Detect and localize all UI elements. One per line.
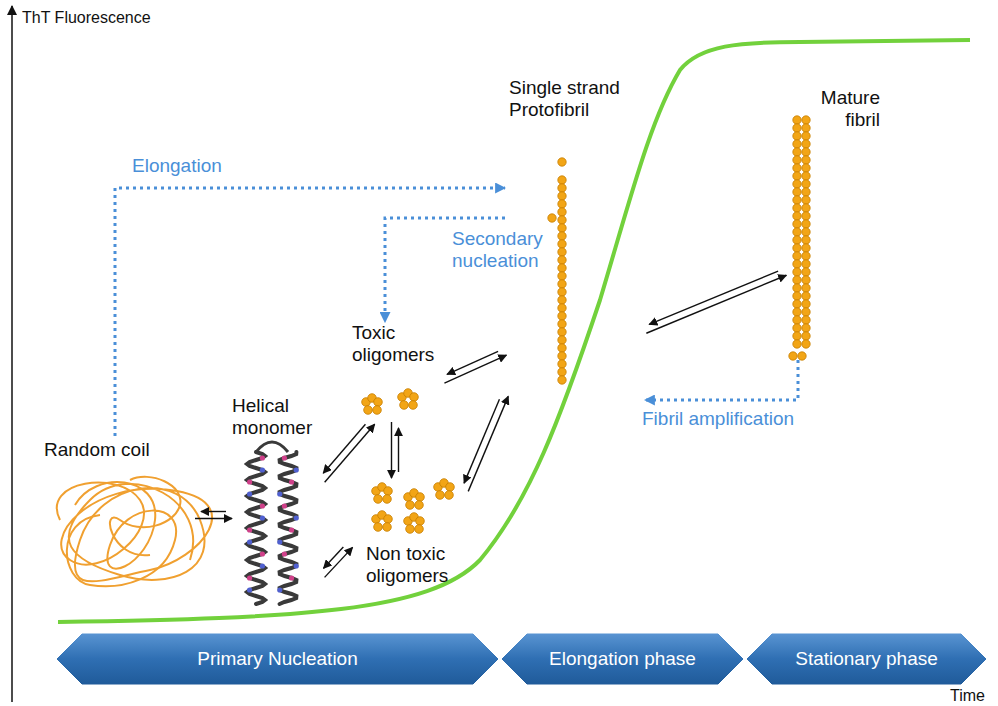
forward-arrow	[391, 422, 392, 478]
equilibrium-arrow	[646, 271, 786, 333]
equilibrium-arrow	[392, 422, 399, 478]
phase-band: Elongation phase	[500, 632, 745, 686]
pathway-label: Secondary nucleation	[450, 228, 554, 272]
forward-arrow	[468, 396, 508, 491]
species-label: Non toxic oligomers	[366, 543, 465, 587]
forward-arrow	[646, 275, 786, 333]
reverse-arrow	[398, 428, 399, 472]
equilibrium-arrow	[464, 396, 508, 491]
phase-band: Stationary phase	[745, 632, 988, 686]
fibril-dots	[548, 116, 810, 384]
reverse-arrow	[201, 511, 226, 512]
species-node: Non toxic oligomers	[350, 478, 465, 593]
pathway-label: Fibril amplification	[640, 408, 796, 430]
reverse-arrow	[464, 399, 499, 483]
species-node: Helical monomer	[232, 395, 322, 610]
species-node: Random coil	[40, 436, 195, 596]
oligomer-dots	[362, 389, 455, 534]
reverse-arrow	[324, 547, 344, 568]
forward-arrow	[195, 518, 232, 519]
species-node: Toxic oligomers	[348, 322, 443, 422]
pathway-arrow	[645, 360, 798, 400]
reverse-arrow	[649, 271, 778, 324]
connector-line	[115, 188, 505, 436]
tht-curve	[58, 40, 970, 622]
forward-arrow	[444, 355, 506, 383]
equilibrium-arrow	[324, 547, 353, 577]
phase-band: Primary Nucleation	[55, 632, 500, 686]
y-axis	[11, 6, 13, 702]
axis-label: Time	[950, 686, 985, 705]
equilibrium-arrow	[195, 512, 232, 519]
equilibrium-arrow	[323, 424, 374, 482]
reverse-arrow	[323, 424, 365, 473]
reverse-arrow	[447, 351, 498, 374]
species-label: Random coil	[44, 439, 195, 461]
species-label: Toxic oligomers	[352, 322, 443, 366]
species-label: Helical monomer	[232, 395, 322, 439]
pathway-arrow	[115, 188, 505, 436]
equilibrium-arrow	[444, 351, 506, 383]
species-label: Single strand Protofibril	[509, 77, 645, 121]
species-node: Mature fibril	[785, 85, 880, 360]
helix-monomer	[247, 442, 299, 604]
species-label: Mature fibril	[785, 87, 880, 131]
connector-line	[645, 360, 798, 400]
pathway-label: Elongation	[130, 155, 224, 177]
phase-label: Primary Nucleation	[197, 648, 358, 670]
axis-label: ThT Fluorescence	[22, 8, 151, 27]
phase-label: Stationary phase	[795, 648, 938, 670]
random-coil-squiggle	[57, 477, 212, 586]
phase-label: Elongation phase	[549, 648, 696, 670]
forward-arrow	[325, 424, 375, 482]
